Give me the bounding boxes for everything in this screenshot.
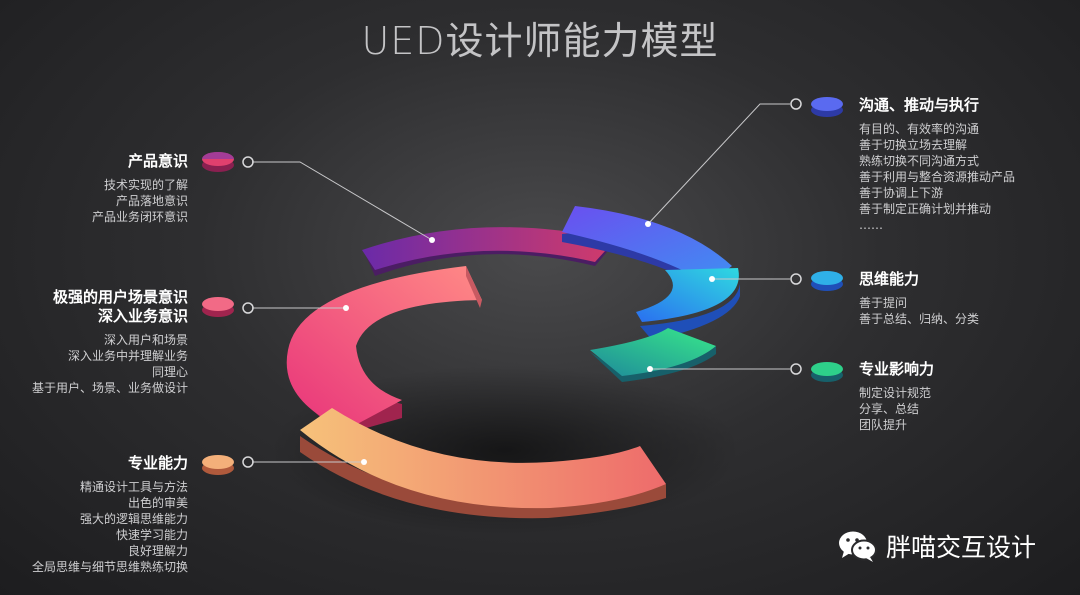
block-item: 基于用户、场景、业务做设计: [31, 381, 188, 395]
segment-influence: [590, 328, 716, 382]
block-professional: 专业能力 精通设计工具与方法 出色的审美 强大的逻辑思维能力 快速学习能力 良好…: [32, 454, 188, 575]
segment-scenario: [286, 266, 482, 434]
block-item: 强大的逻辑思维能力: [79, 512, 188, 526]
block-heading: 产品意识: [127, 152, 188, 170]
block-item: 善于提问: [859, 296, 908, 310]
brand-watermark: 胖喵交互设计: [838, 528, 1036, 564]
marker-product-icon: [202, 152, 234, 172]
page-title: UED设计师能力模型: [361, 19, 719, 63]
block-heading: 极强的用户场景意识: [52, 288, 188, 306]
block-item: 团队提升: [859, 418, 908, 432]
block-item: 技术实现的了解: [103, 178, 188, 192]
connector-dots: [343, 221, 715, 465]
block-item: 有目的、有效率的沟通: [859, 122, 980, 136]
block-item: 善于协调上下游: [859, 186, 944, 200]
block-item: 分享、总结: [859, 402, 920, 416]
marker-professional-icon: [202, 455, 234, 475]
block-item: 深入用户和场景: [103, 333, 188, 347]
block-product: 产品意识 技术实现的了解 产品落地意识 产品业务闭环意识: [92, 152, 188, 225]
block-item: 产品落地意识: [115, 194, 188, 208]
block-item: 良好理解力: [127, 544, 188, 558]
brand-name: 胖喵交互设计: [886, 533, 1037, 562]
block-item: 善于利用与整合资源推动产品: [859, 170, 1016, 184]
block-heading: 沟通、推动与执行: [859, 96, 980, 114]
marker-thinking-icon: [811, 271, 843, 291]
connector-rings: [242, 98, 802, 468]
block-heading: 专业能力: [127, 454, 188, 472]
block-item: ……: [859, 218, 883, 232]
block-item: 熟练切换不同沟通方式: [859, 154, 980, 168]
block-item: 产品业务闭环意识: [91, 210, 188, 224]
block-item: 深入业务中并理解业务: [67, 349, 188, 363]
block-item: 制定设计规范: [859, 386, 932, 400]
block-item: 善于切换立场去理解: [859, 138, 968, 152]
block-item: 精通设计工具与方法: [79, 480, 188, 494]
block-heading: 思维能力: [859, 270, 920, 288]
block-item: 善于制定正确计划并推动: [859, 202, 992, 216]
connector-lines: [252, 103, 790, 463]
marker-influence-icon: [811, 362, 843, 382]
marker-communication-icon: [811, 97, 843, 117]
block-item: 同理心: [151, 365, 188, 379]
segment-professional: [300, 408, 666, 519]
block-communication: 沟通、推动与执行 有目的、有效率的沟通 善于切换立场去理解 熟练切换不同沟通方式…: [859, 96, 1015, 233]
block-influence: 专业影响力 制定设计规范 分享、总结 团队提升: [859, 360, 934, 433]
block-item: 全局思维与细节思维熟练切换: [31, 560, 188, 574]
block-heading: 专业影响力: [859, 360, 935, 378]
block-item: 快速学习能力: [115, 528, 188, 542]
segment-product: [362, 227, 615, 276]
block-item: 出色的审美: [127, 496, 188, 510]
block-heading: 深入业务意识: [97, 307, 188, 325]
wechat-icon: [839, 531, 877, 562]
block-thinking: 思维能力 善于提问 善于总结、归纳、分类: [859, 270, 979, 327]
block-scenario: 极强的用户场景意识 深入业务意识 深入用户和场景 深入业务中并理解业务 同理心 …: [32, 288, 188, 396]
block-item: 善于总结、归纳、分类: [859, 312, 980, 326]
marker-scenario-icon: [202, 297, 234, 317]
